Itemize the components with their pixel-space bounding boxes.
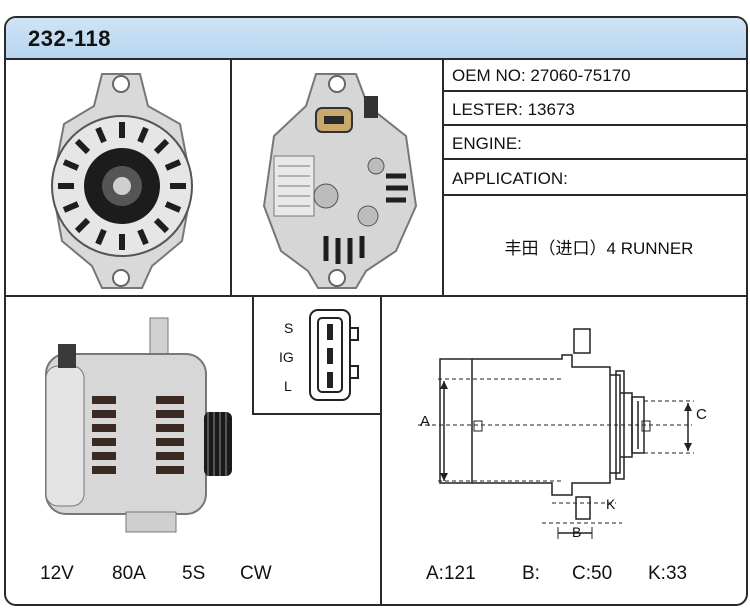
dim-c-value: C:50: [572, 563, 613, 584]
pin-label-l: L: [284, 378, 292, 394]
dim-label-b: B: [572, 524, 582, 540]
oem-value: 27060-75170: [530, 66, 631, 85]
application-row: APPLICATION:: [452, 169, 568, 189]
application-label: APPLICATION:: [452, 169, 568, 188]
alternator-rear-photo: [262, 73, 418, 289]
spec-rotation: CW: [240, 563, 272, 584]
dim-a-value: A:121: [426, 563, 476, 584]
pin-label-s: S: [284, 320, 294, 336]
connector-plug-icon: [309, 309, 359, 401]
col-divider-top-2: [442, 58, 444, 295]
col-divider-bottom: [380, 295, 382, 604]
engine-label: ENGINE:: [452, 134, 522, 153]
spec-voltage: 12V: [40, 563, 74, 584]
application-value: 丰田（进口）4 RUNNER: [504, 239, 694, 258]
connector-box: [252, 295, 380, 415]
alternator-front-photo: [50, 73, 194, 289]
oem-row: OEM NO: 27060-75170: [452, 66, 631, 86]
row-divider: [6, 295, 746, 297]
dim-label-k: K: [606, 496, 616, 512]
dimension-drawing: [418, 328, 694, 539]
dim-label-c: C: [696, 406, 707, 423]
lester-label: LESTER:: [452, 100, 523, 119]
dim-label-a: A: [420, 413, 431, 430]
dim-b-value: B:: [522, 563, 540, 584]
spec-divider-4: [442, 194, 746, 196]
oem-label: OEM NO:: [452, 66, 526, 85]
alternator-side-photo: [45, 317, 232, 533]
engine-row: ENGINE:: [452, 134, 522, 154]
part-number-title: 232-118: [28, 26, 112, 51]
spec-divider-3: [442, 158, 746, 160]
spec-amperage: 80A: [112, 563, 146, 584]
spec-groove: 5S: [182, 563, 206, 584]
pin-label-ig: IG: [279, 349, 294, 365]
product-card: 232-118 OEM NO: 27060-75170 LESTER: 1367…: [4, 16, 748, 606]
col-divider-top-1: [230, 58, 232, 295]
spec-divider-2: [442, 124, 746, 126]
lester-value: 13673: [527, 100, 575, 119]
title-bar: 232-118: [6, 18, 746, 60]
spec-divider-1: [442, 90, 746, 92]
dim-k-value: K:33: [648, 563, 688, 584]
lester-row: LESTER: 13673: [452, 100, 575, 120]
